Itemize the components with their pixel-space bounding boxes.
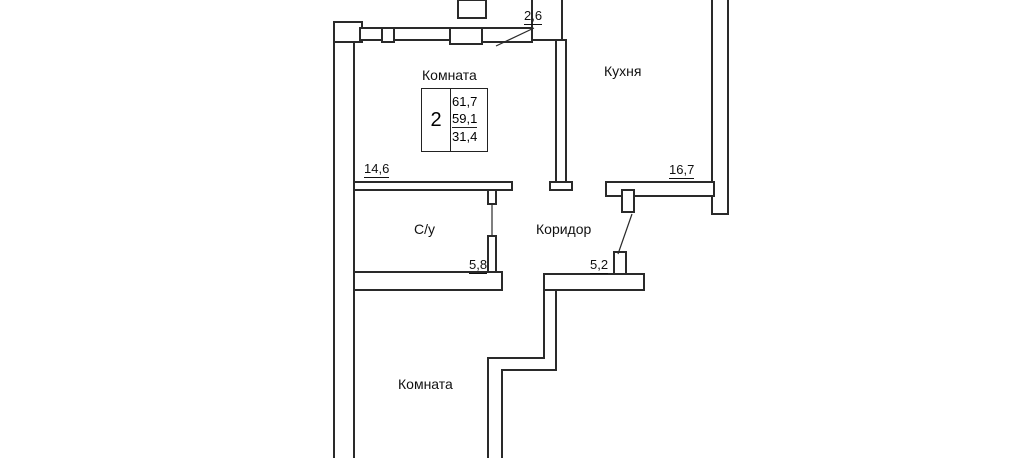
loggia-wall <box>531 0 563 41</box>
balcony-door <box>457 0 487 19</box>
room-label-bathroom: С/у <box>414 221 435 237</box>
wall-room2-step <box>487 289 557 458</box>
area-balcony-value: 2,6 <box>524 8 543 25</box>
window-post <box>381 27 395 43</box>
exterior-wall-right <box>711 0 729 215</box>
wall-corridor-stub <box>613 251 627 275</box>
wall-bath-bottom <box>353 271 503 291</box>
apartment-summary-box: 2 61,7 59,1 31,4 <box>421 88 488 152</box>
wall-bath-stub <box>487 189 497 205</box>
area-corridor: 5,2 <box>590 257 609 274</box>
wall-corridor-bottom <box>543 273 645 291</box>
door-swing-balcony <box>495 27 535 47</box>
living-area: 31,4 <box>452 129 478 144</box>
area-corridor-value: 5,2 <box>590 257 609 274</box>
total-area: 61,7 <box>452 94 478 109</box>
wall-bath-jamb <box>487 235 497 275</box>
exterior-wall-left <box>333 21 355 458</box>
room-label-room2: Комната <box>398 376 453 392</box>
area-balcony: 2,6 <box>524 8 543 25</box>
room-label-kitchen: Кухня <box>604 63 642 79</box>
door-swing-corridor <box>617 213 633 255</box>
wall-room1-bottom <box>353 181 513 191</box>
room-label-corridor: Коридор <box>536 221 592 237</box>
room-label-room1: Комната <box>422 67 477 83</box>
exterior-wall-top-mid <box>481 27 533 43</box>
area-kitchen-value: 16,7 <box>669 162 695 179</box>
area-bathroom: 5,8 <box>469 257 488 274</box>
summary-values: 61,7 59,1 31,4 <box>452 93 478 145</box>
window-post-2 <box>449 27 483 45</box>
area-room1: 14,6 <box>364 161 390 178</box>
exterior-wall-top-left <box>333 21 363 43</box>
area-excl-balcony: 59,1 <box>452 111 478 128</box>
window-top <box>359 27 451 41</box>
partition-cap <box>549 181 573 191</box>
wall-kitchen-stub <box>621 189 635 213</box>
area-room1-value: 14,6 <box>364 161 390 178</box>
area-bathroom-value: 5,8 <box>469 257 488 274</box>
partition-room-kitchen <box>555 39 567 189</box>
area-kitchen: 16,7 <box>669 162 695 179</box>
rooms-count: 2 <box>422 89 451 151</box>
